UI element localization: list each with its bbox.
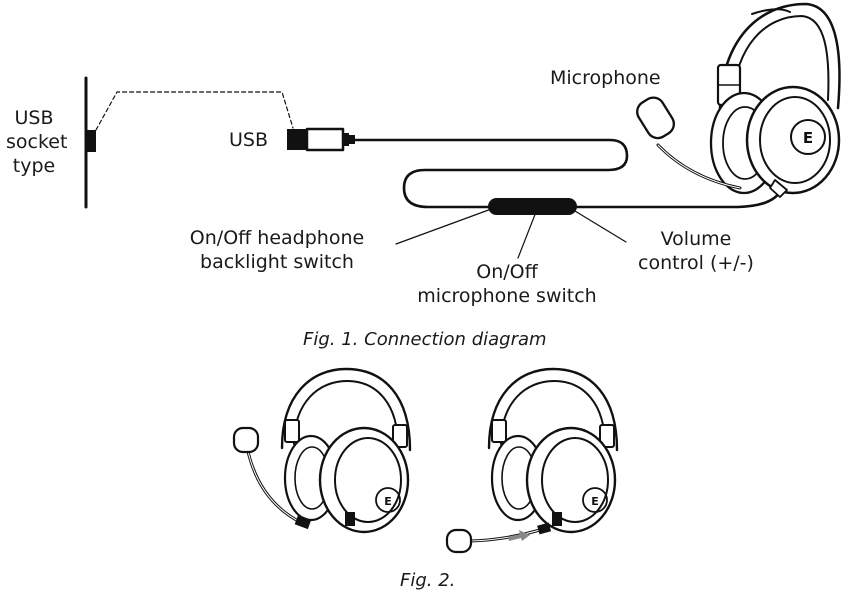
insertion-arrow-icon [508,530,530,541]
svg-text:E: E [591,495,599,508]
usb-plug-label: USB [229,129,269,151]
backlight-switch-label: On/Off headphone backlight switch [172,226,382,274]
mic-switch-label: On/Off microphone switch [402,260,612,308]
volume-control-label-line2: control (+/-) [638,252,754,274]
connection-guide-dashed [95,91,294,131]
volume-control-label-line1: Volume [660,228,732,250]
volume-control-label: Volume control (+/-) [626,227,766,275]
headset-fig2-mic-attached: E [232,367,412,534]
backlight-switch-label-line2: backlight switch [200,251,354,273]
svg-text:E: E [384,495,392,508]
headset-fig1: E [636,2,841,198]
fig1-caption: Fig. 1. Connection diagram [303,329,547,350]
usb-socket-label-line1: USB [14,107,54,129]
remote-pointer-lines [395,207,627,259]
usb-socket-wall [84,76,96,209]
usb-socket-label-line2: socket [6,131,68,153]
mic-switch-label-line1: On/Off [476,261,538,283]
headset-fig2-mic-insertion: E [445,367,619,554]
usb-socket-label: USB socket type [6,106,68,178]
usb-socket-label-line3: type [12,155,56,177]
backlight-switch-label-line1: On/Off headphone [189,227,365,249]
fig2-caption: Fig. 2. [400,570,456,591]
inline-remote [488,198,577,215]
mic-switch-label-line2: microphone switch [417,285,597,307]
usb-plug [287,127,355,152]
svg-text:E: E [803,129,813,147]
microphone-label: Microphone [550,67,661,89]
